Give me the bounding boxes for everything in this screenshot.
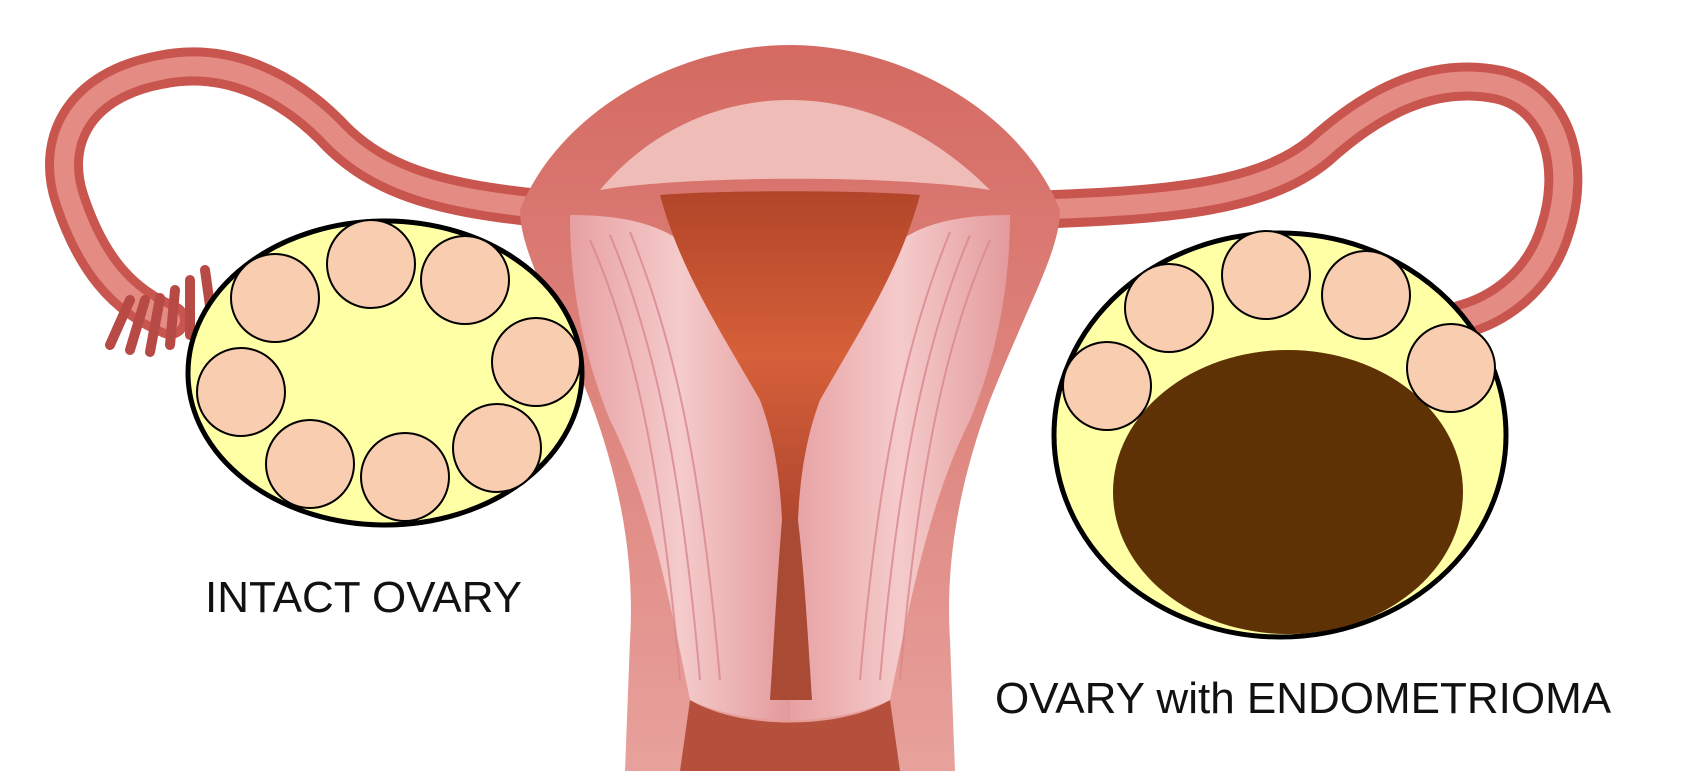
- intact-ovary: [188, 220, 582, 525]
- follicle: [453, 404, 541, 492]
- endometrioma-ovary: [1054, 231, 1506, 637]
- follicle: [492, 318, 580, 406]
- endometrioma-cyst: [1113, 350, 1463, 634]
- follicle: [1063, 342, 1151, 430]
- follicle: [1222, 231, 1310, 319]
- follicle: [266, 420, 354, 508]
- follicle: [231, 254, 319, 342]
- follicle: [1407, 324, 1495, 412]
- intact-ovary-label: INTACT OVARY: [205, 576, 522, 620]
- follicle: [421, 236, 509, 324]
- follicle: [197, 348, 285, 436]
- uterus: [520, 45, 1060, 771]
- follicle: [361, 433, 449, 521]
- follicle: [327, 220, 415, 308]
- follicle: [1125, 264, 1213, 352]
- endometrioma-ovary-label: OVARY with ENDOMETRIOMA: [995, 677, 1611, 721]
- follicle: [1322, 251, 1410, 339]
